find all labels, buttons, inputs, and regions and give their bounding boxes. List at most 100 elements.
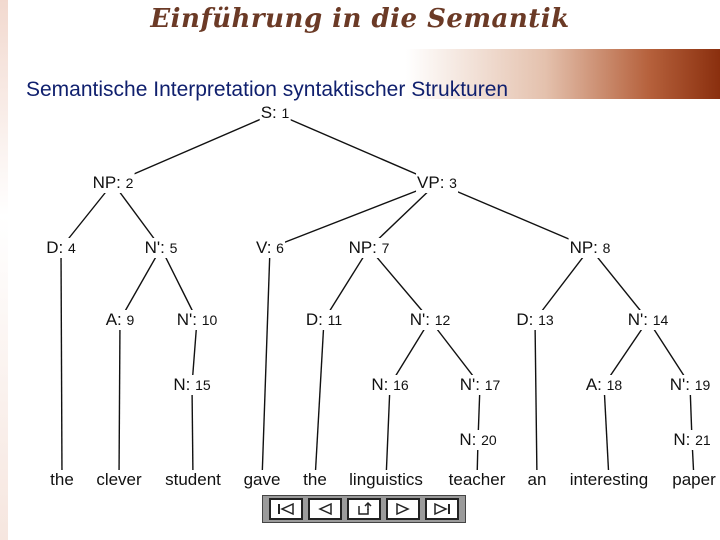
tree-edge	[119, 247, 162, 321]
node-index: 9	[126, 312, 135, 328]
node-category: D:	[516, 310, 539, 329]
tree-node: N': 10	[175, 310, 219, 330]
node-category: N:	[459, 430, 482, 449]
tree-edge	[112, 182, 162, 249]
node-category: N':	[627, 310, 653, 329]
next-slide-button[interactable]	[385, 498, 420, 520]
node-category: N':	[409, 310, 435, 329]
node-category: S:	[260, 103, 282, 122]
leaf-word: the	[48, 470, 76, 490]
node-index: 5	[169, 240, 178, 256]
node-category: NP:	[569, 238, 603, 257]
node-category: V:	[256, 238, 277, 257]
node-category: N':	[459, 375, 485, 394]
tree-edge	[368, 182, 438, 249]
previous-slide-button[interactable]	[308, 498, 343, 520]
leaf-edge	[191, 384, 194, 481]
leaf-edge	[534, 319, 538, 481]
node-index: 3	[449, 175, 457, 191]
tree-node: S: 1	[259, 103, 291, 123]
last-slide-button[interactable]	[424, 498, 459, 520]
leaf-word: interesting	[567, 470, 651, 490]
node-index: 19	[694, 377, 711, 393]
node-index: 12	[434, 312, 451, 328]
node-index: 11	[327, 312, 343, 328]
tree-edge	[534, 247, 591, 321]
slide-title: Semantische Interpretation syntaktischer…	[26, 78, 509, 101]
leaf-edge	[385, 384, 391, 481]
node-category: A:	[585, 375, 607, 394]
node-category: N':	[176, 310, 202, 329]
leaf-word: an	[525, 470, 549, 490]
leaf-edge	[60, 247, 63, 481]
tree-edge	[389, 319, 431, 386]
node-category: N':	[669, 375, 695, 394]
leaf-word: teacher	[446, 470, 508, 490]
tree-edge	[603, 319, 649, 386]
tree-node: N': 19	[668, 375, 712, 395]
tree-edge	[589, 247, 649, 321]
node-index: 14	[652, 312, 669, 328]
tree-edge	[647, 319, 691, 386]
first-slide-icon	[278, 502, 295, 516]
node-index: 10	[201, 312, 218, 328]
left-border-strip	[0, 0, 8, 540]
return-button[interactable]	[346, 498, 381, 520]
tree-edge	[191, 319, 198, 386]
tree-node: V: 6	[255, 238, 285, 258]
tree-edge	[323, 247, 370, 321]
tree-node: N': 5	[143, 238, 179, 258]
tree-edge	[436, 182, 591, 249]
node-index: 6	[276, 240, 284, 256]
node-index: 15	[195, 377, 211, 393]
leaf-word: linguistics	[347, 470, 425, 490]
node-category: D:	[46, 238, 68, 257]
leaf-edge	[261, 247, 271, 481]
node-index: 20	[481, 432, 497, 448]
tree-edge	[160, 247, 198, 321]
node-index: 1	[281, 105, 290, 121]
tree-node: N': 12	[408, 310, 452, 330]
tree-node: VP: 3	[416, 173, 458, 193]
tree-node: D: 4	[45, 238, 77, 258]
tree-node: NP: 7	[347, 238, 391, 258]
return-icon	[358, 501, 372, 515]
node-index: 13	[538, 312, 554, 328]
node-category: VP:	[417, 173, 450, 192]
tree-edge	[112, 112, 276, 184]
last-slide-icon	[433, 502, 450, 516]
tree-edge	[60, 182, 114, 249]
node-category: NP:	[92, 173, 126, 192]
tree-edge	[429, 319, 481, 386]
leaf-word: the	[301, 470, 329, 490]
node-index: 2	[125, 175, 134, 191]
course-title: Einführung in die Semantik	[150, 4, 570, 34]
tree-node: D: 11	[304, 310, 344, 330]
tree-node: N: 15	[172, 375, 212, 395]
node-category: NP:	[348, 238, 382, 257]
node-index: 16	[393, 377, 409, 393]
previous-slide-icon	[318, 502, 332, 516]
node-category: D:	[305, 310, 328, 329]
tree-node: D: 13	[515, 310, 555, 330]
tree-node: N: 20	[458, 430, 498, 450]
node-category: N:	[673, 430, 696, 449]
leaf-edge	[603, 384, 610, 481]
tree-node: NP: 2	[91, 173, 135, 193]
first-slide-button[interactable]	[269, 498, 304, 520]
node-category: N':	[144, 238, 170, 257]
tree-node: N': 14	[626, 310, 670, 330]
node-category: N:	[371, 375, 394, 394]
tree-node: N: 21	[672, 430, 712, 450]
title-gradient-bar	[22, 49, 720, 99]
node-index: 18	[606, 377, 623, 393]
leaf-word: gave	[241, 470, 283, 490]
leaf-edge	[314, 319, 325, 481]
tree-node: A: 18	[584, 375, 624, 395]
leaf-word: student	[163, 470, 223, 490]
leaf-word: clever	[94, 470, 144, 490]
tree-node: N: 16	[370, 375, 410, 395]
next-slide-icon	[396, 502, 410, 516]
node-index: 21	[695, 432, 711, 448]
